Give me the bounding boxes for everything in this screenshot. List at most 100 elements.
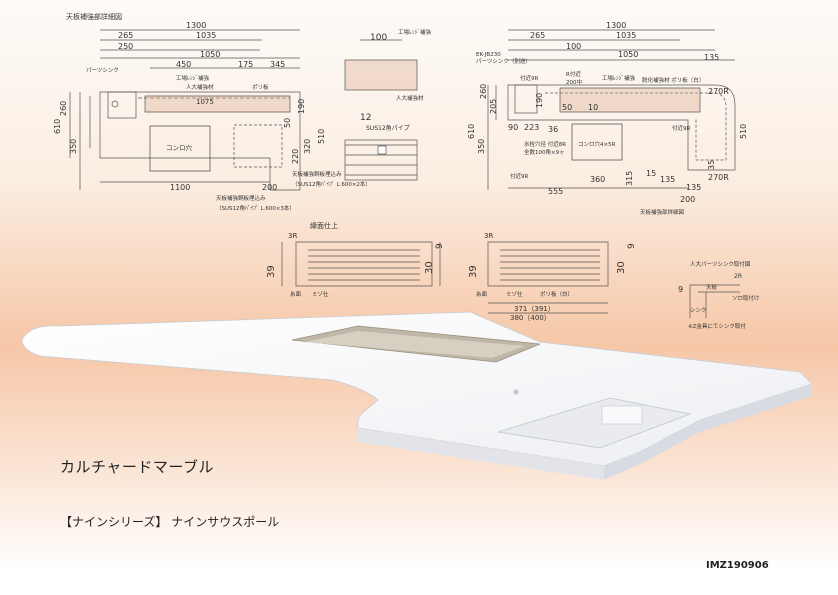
edge-right-label-1: 糸面 xyxy=(476,290,488,298)
label-reinforcement-embed-2: 天板補強銅板埋込み xyxy=(216,194,266,202)
dim-left-260: 260 xyxy=(59,101,68,116)
r-dim-36: 36 xyxy=(548,125,558,134)
dim-bottom-200: 200 xyxy=(262,183,277,192)
label-reinforcement-embed-1: 天板補強銅板埋込み xyxy=(292,170,342,178)
mid-label-pipe: SUS12角パイプ xyxy=(366,124,410,132)
series-name: 【ナインシリーズ】 ナインサウスポール xyxy=(60,515,280,529)
dim-top-345: 345 xyxy=(270,60,285,69)
mid-label-factory: 工場ﾚﾝｼﾞ補強 xyxy=(398,28,432,36)
edge-left-39: 39 xyxy=(266,265,277,278)
r-dim-10: 10 xyxy=(588,103,598,112)
r-dim-90: 90 xyxy=(508,123,518,132)
r-label-parts-sink: パーツシンク（別途） xyxy=(476,57,531,65)
sink-detail-title: 人大パーツシンク取付図 xyxy=(690,260,751,268)
r-label-factory: 工場ﾚﾝｼﾞ補強 xyxy=(602,74,636,82)
r-dim-610: 610 xyxy=(467,124,476,139)
edge-left-label-2: ミゾ仕 xyxy=(312,290,329,298)
stove-cutout-inner xyxy=(304,331,525,358)
r-dim-1050: 1050 xyxy=(618,50,638,59)
mid-dim-100: 100 xyxy=(370,33,387,43)
left-drawing-title: 天板補強部詳細図 xyxy=(66,12,122,21)
mid-label-reinforcement: 人大補強材 xyxy=(396,94,424,102)
r-label-poly: 脱化補強材 ポリ板（白） xyxy=(642,76,704,84)
edge-right-30: 30 xyxy=(616,261,627,274)
edge-right-39: 39 xyxy=(468,265,479,278)
dim-top-265: 265 xyxy=(118,31,133,40)
edge-right-label-2: ミゾ仕 xyxy=(506,290,523,298)
r-label-9r-2: 付近9R xyxy=(672,124,690,132)
sink-dim-9: 9 xyxy=(678,285,683,294)
r-label-9r-1: 付近9R xyxy=(520,74,538,82)
r-dim-270r-top: 270R xyxy=(708,87,729,96)
dim-top-1035: 1035 xyxy=(196,31,216,40)
edge-left-label-1: 糸面 xyxy=(290,290,302,298)
r-dim-50: 50 xyxy=(562,103,572,112)
label-pipe-1: （SUS12角ﾊﾟｲﾌﾟ L.600×2本） xyxy=(292,180,371,188)
r-dim-135: 135 xyxy=(704,53,719,62)
edge-right-9: 9 xyxy=(627,243,637,249)
sink-label-sink: シンク xyxy=(690,307,707,314)
r-label-stove: コンロ穴4×5R xyxy=(578,140,616,148)
dim-right-510: 510 xyxy=(317,129,326,144)
r-dim-190: 190 xyxy=(535,93,544,108)
r-dim-135c: 135 xyxy=(660,175,675,184)
dim-left-350: 350 xyxy=(69,139,78,154)
edge-detail-title: 縁面仕上 xyxy=(310,221,338,230)
dim-top-1075: 1075 xyxy=(196,98,214,106)
dim-right-50: 50 xyxy=(283,118,292,128)
edge-right-label-3: ポリ板（白） xyxy=(540,290,573,298)
r-label-count: 全数100角×9ヶ xyxy=(524,148,565,156)
technical-drawings: 天板補強部詳細図 1300 265 1035 250 1050 450 175 … xyxy=(53,12,760,330)
r-dim-265: 265 xyxy=(530,31,545,40)
faucet-hole xyxy=(513,389,519,395)
r-dim-35: 35 xyxy=(707,160,716,170)
r-dim-360: 360 xyxy=(590,175,605,184)
dim-top-175: 175 xyxy=(238,60,253,69)
edge-right-3r: 3R xyxy=(484,232,493,240)
dim-top-1300: 1300 xyxy=(186,21,206,30)
edge-right-380: 380（400） xyxy=(510,314,551,322)
dim-right-320: 320 xyxy=(303,139,312,154)
dim-right-190: 190 xyxy=(297,99,306,114)
document-code: IMZ190906 xyxy=(706,560,769,571)
dim-right-220: 220 xyxy=(291,149,300,164)
r-dim-555: 555 xyxy=(548,187,563,196)
sink-label-top: 天板 xyxy=(706,283,718,291)
r-dim-270r-bottom: 270R xyxy=(708,173,729,182)
r-dim-260: 260 xyxy=(479,84,488,99)
edge-left-30: 30 xyxy=(424,261,435,274)
countertop-side-edge xyxy=(604,384,812,480)
r-label-9r-3: 付近9R xyxy=(510,172,528,180)
sink-label-sticker xyxy=(601,405,643,425)
edge-right-371: 371（391） xyxy=(514,305,555,313)
r-dim-200: 200 xyxy=(680,195,695,204)
label-factory-range: 工場ﾚﾝｼﾞ補強 xyxy=(176,74,210,82)
dim-top-1050: 1050 xyxy=(200,50,220,59)
r-dim-510: 510 xyxy=(739,124,748,139)
sink-label-note: ※Z金具にてシンク取付 xyxy=(688,322,746,330)
countertop-front-edge xyxy=(358,428,604,480)
dim-bottom-1100: 1100 xyxy=(170,183,190,192)
r-dim-350: 350 xyxy=(477,139,486,154)
sink-label-2r: 2R xyxy=(734,273,742,280)
dim-top-250: 250 xyxy=(118,42,133,51)
r-dim-205: 205 xyxy=(489,99,498,114)
r-label-faucet: 水栓穴径 付近8R xyxy=(524,140,566,148)
r-label-ek-jb230: EK-JB230 xyxy=(476,52,501,58)
drawings-svg: 天板補強部詳細図 1300 265 1035 250 1050 450 175 … xyxy=(53,12,760,330)
label-poly-board: ポリ板 xyxy=(252,83,269,91)
label-stove-hole: コンロ穴 xyxy=(166,143,193,152)
r-dim-100: 100 xyxy=(566,42,581,51)
product-name: カルチャードマーブル xyxy=(60,458,214,476)
dim-left-610: 610 xyxy=(53,119,62,134)
mid-dim-12: 12 xyxy=(360,113,371,123)
right-drawing-title: 天板補強部詳細図 xyxy=(640,208,685,216)
r-dim-1300: 1300 xyxy=(606,21,626,30)
r-dim-1035: 1035 xyxy=(616,31,636,40)
r-dim-223: 223 xyxy=(524,123,539,132)
sink-label-fix: ソロ取付け xyxy=(732,294,760,302)
label-reinforcement: 人大補強材 xyxy=(186,83,214,91)
r-dim-15: 15 xyxy=(646,169,656,178)
